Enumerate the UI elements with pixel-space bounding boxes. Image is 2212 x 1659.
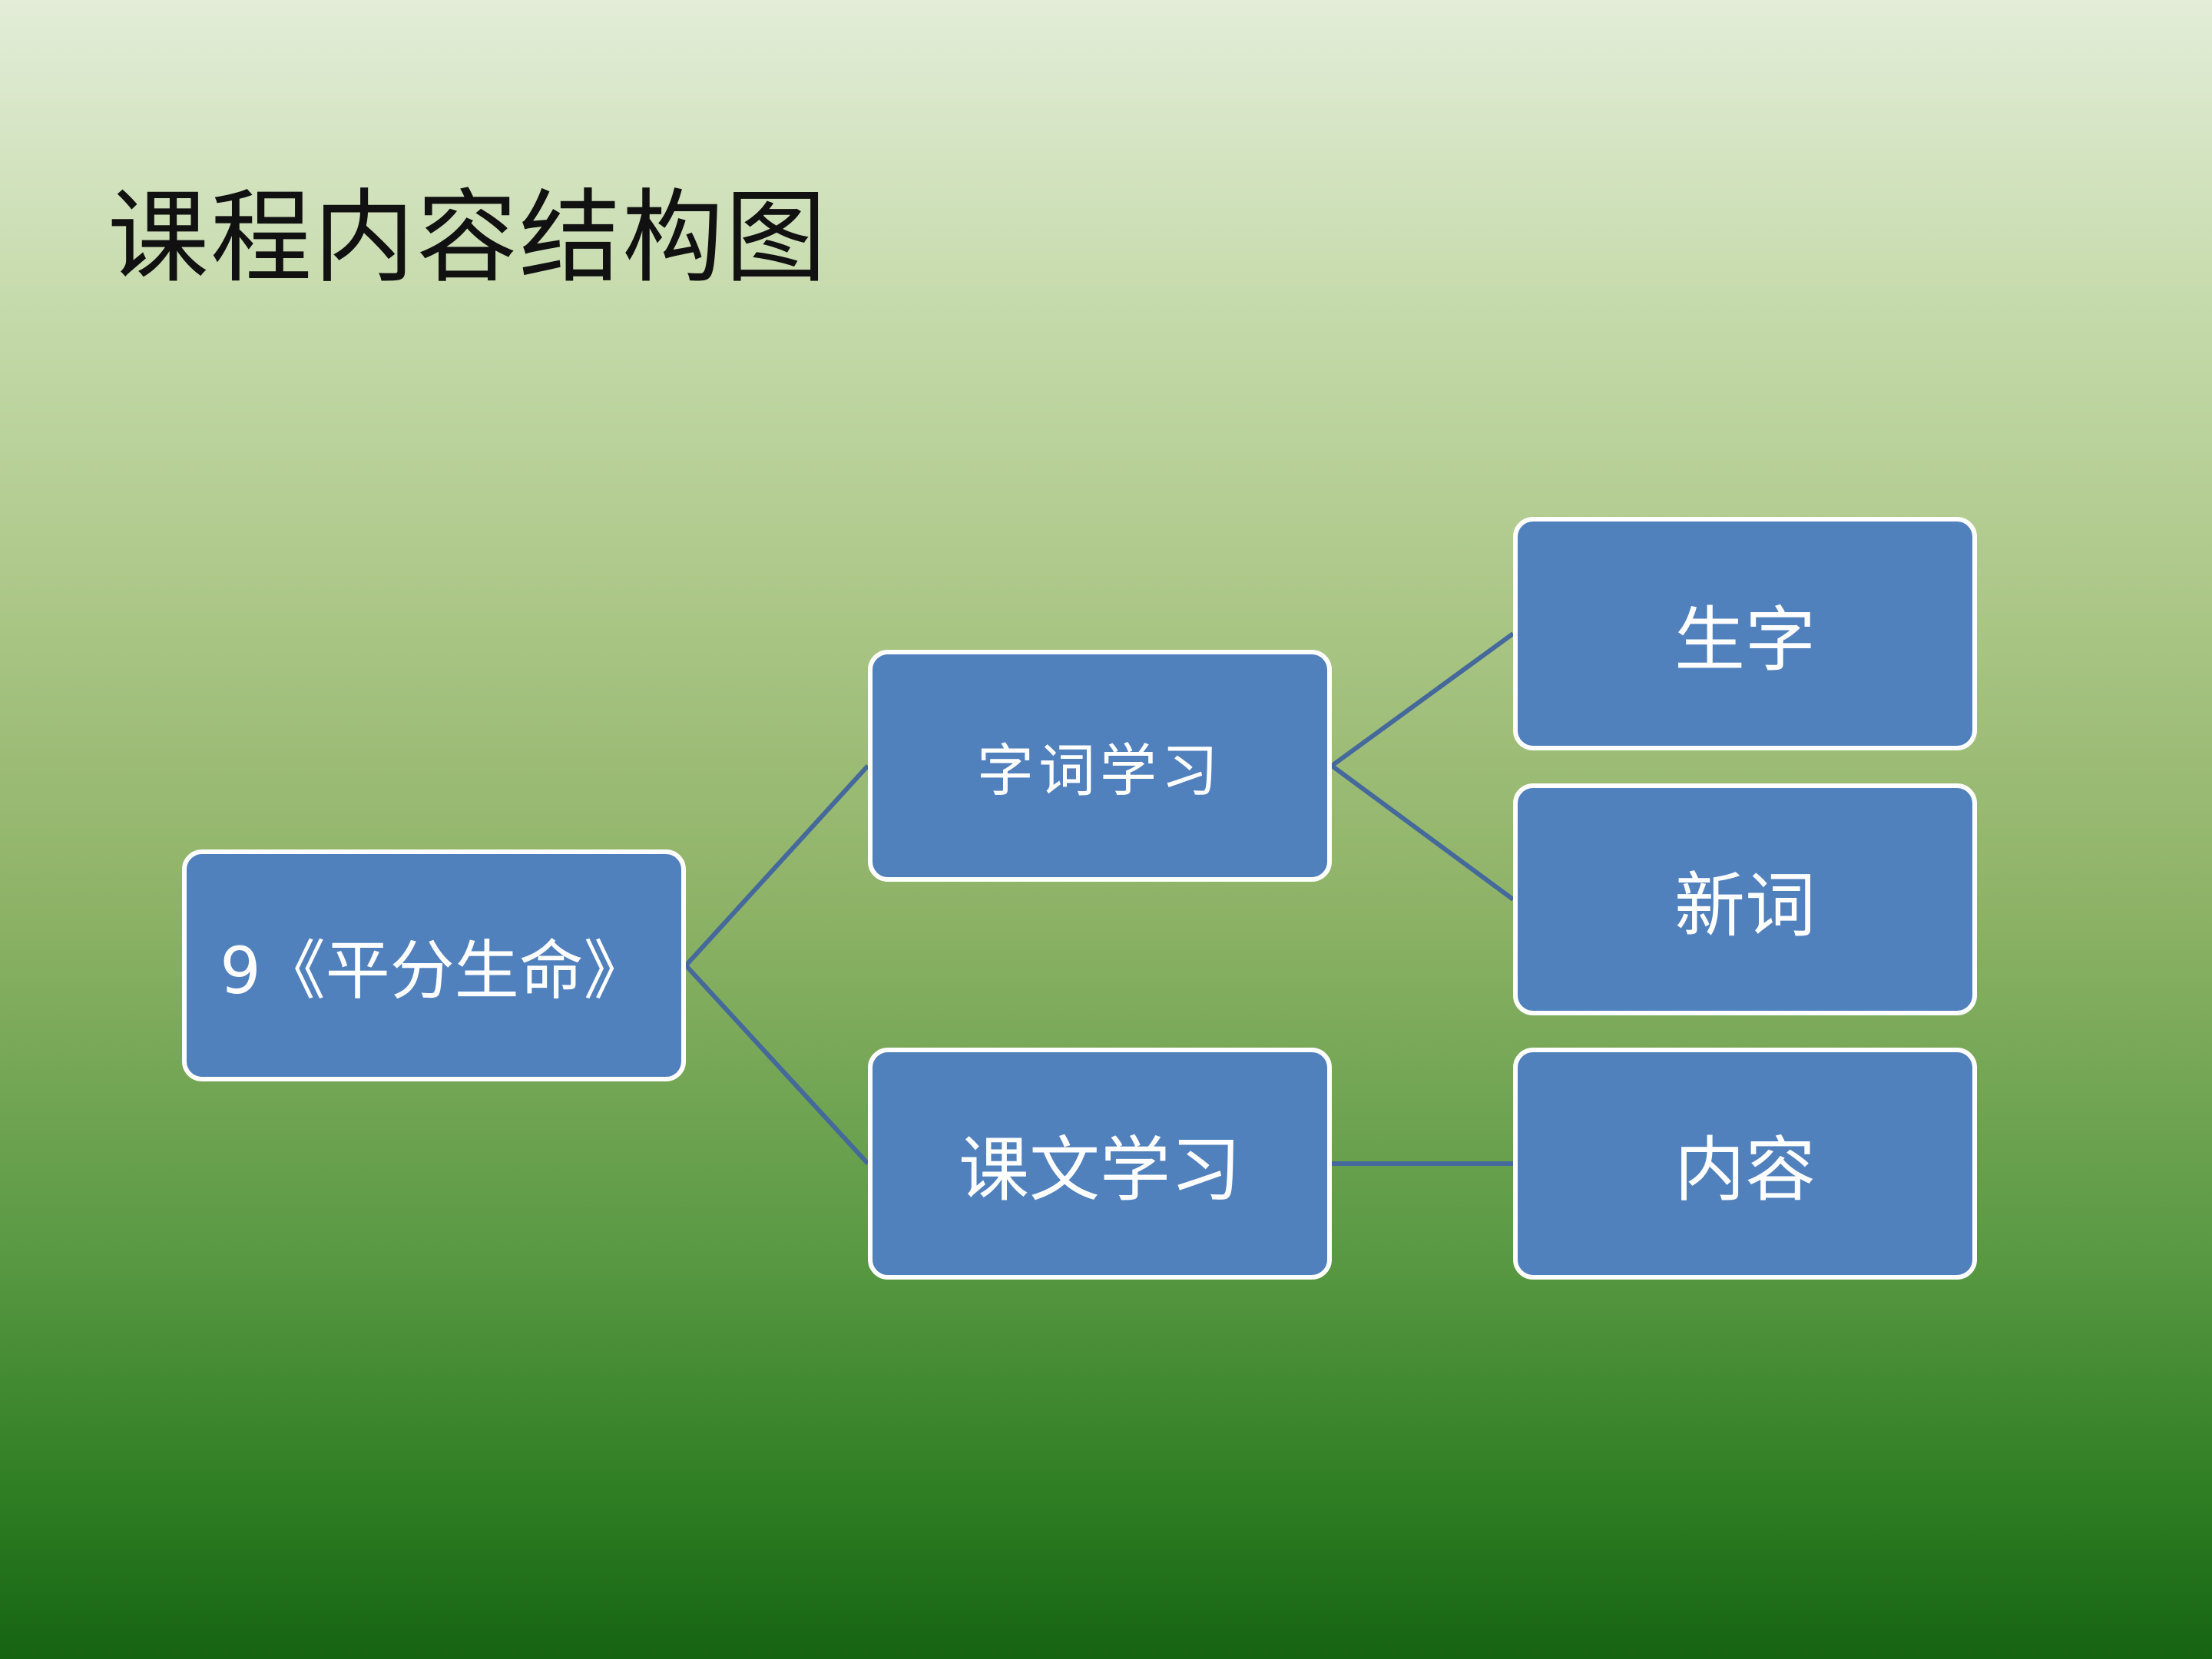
node-text-study: 课文学习 bbox=[868, 1048, 1332, 1280]
node-content: 内容 bbox=[1513, 1048, 1977, 1280]
connector-zici-xinci bbox=[1330, 763, 1515, 902]
connector-root-zici bbox=[684, 763, 870, 968]
node-root-lesson-title: 9《平分生命》 bbox=[182, 849, 686, 1081]
connector-root-kewen bbox=[684, 963, 870, 1166]
node-new-words: 新词 bbox=[1513, 783, 1977, 1015]
slide-title: 课程内容结构图 bbox=[108, 179, 828, 297]
connector-zici-shengzi bbox=[1330, 631, 1515, 768]
node-word-study: 字词学习 bbox=[868, 650, 1332, 882]
node-new-characters: 生字 bbox=[1513, 517, 1977, 750]
